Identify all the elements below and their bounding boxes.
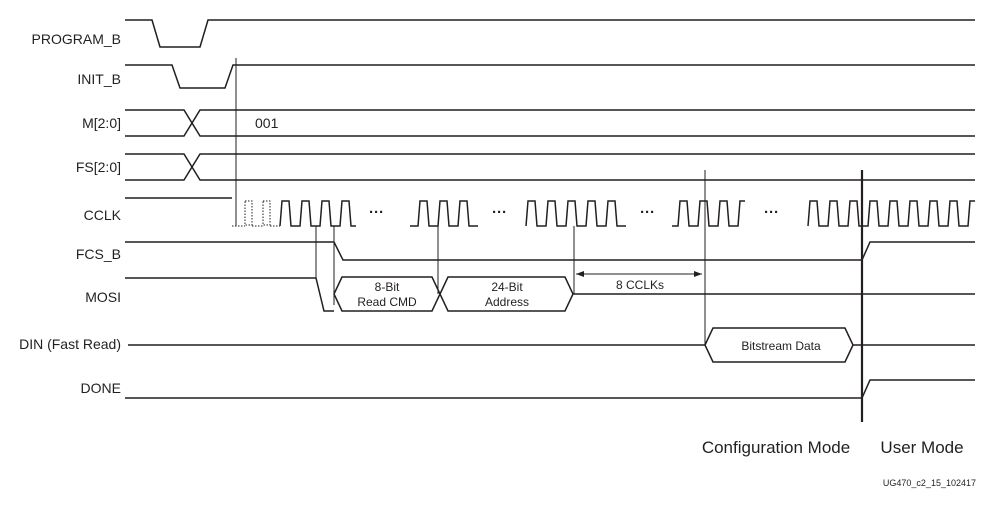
- waveform-cclk: [125, 197, 975, 227]
- cclk-ellipsis-1: ···: [369, 204, 384, 221]
- configuration-mode-label: Configuration Mode: [702, 438, 850, 457]
- label-fs: FS[2:0]: [76, 159, 121, 175]
- waveform-mosi: [125, 276, 975, 312]
- figure-id: UG470_c2_15_102417: [883, 478, 976, 488]
- gap-arrow: [576, 271, 702, 277]
- mosi-cmd-line2: Read CMD: [357, 295, 417, 309]
- waveform-din: [128, 327, 975, 363]
- label-done: DONE: [81, 380, 121, 396]
- waveform-done: [125, 379, 975, 399]
- label-m: M[2:0]: [82, 115, 121, 131]
- label-mosi: MOSI: [85, 289, 121, 305]
- label-fcs-b: FCS_B: [76, 246, 121, 262]
- cclk-ellipsis-3: ···: [640, 204, 655, 221]
- gap-label: 8 CCLKs: [616, 278, 664, 292]
- signal-labels: PROGRAM_B INIT_B M[2:0] FS[2:0] CCLK FCS…: [19, 31, 122, 396]
- mosi-addr-line1: 24-Bit: [491, 280, 523, 294]
- waveform-m-bus: [125, 109, 975, 137]
- din-bitstream-label: Bitstream Data: [741, 339, 821, 353]
- waveform-fcs-b: [125, 241, 975, 261]
- user-mode-label: User Mode: [880, 438, 963, 457]
- cclk-ellipsis-4: ···: [764, 204, 779, 221]
- waveform-program-b: [125, 19, 975, 48]
- mosi-cmd-line1: 8-Bit: [375, 280, 400, 294]
- label-din: DIN (Fast Read): [19, 336, 121, 352]
- waveform-init-b: [125, 64, 975, 89]
- label-init-b: INIT_B: [77, 71, 121, 87]
- cclk-ellipsis-2: ···: [492, 204, 507, 221]
- m-bus-value: 001: [255, 115, 279, 131]
- mosi-addr-line2: Address: [485, 295, 529, 309]
- label-program-b: PROGRAM_B: [32, 31, 121, 47]
- waveform-fs-bus: [125, 153, 975, 181]
- timing-markers: [235, 58, 706, 345]
- label-cclk: CCLK: [84, 207, 122, 223]
